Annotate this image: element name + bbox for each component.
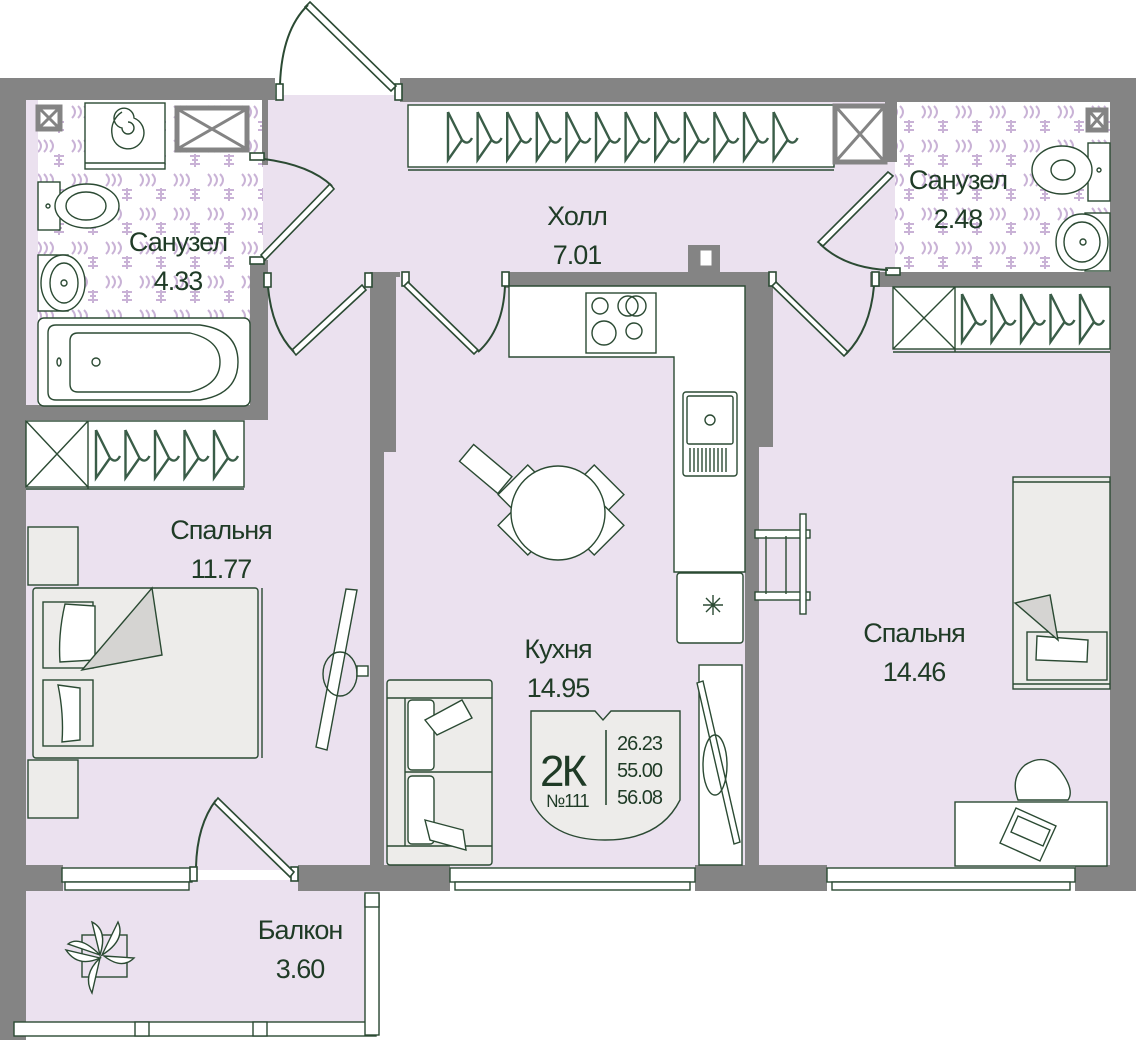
balcony-door[interactable] bbox=[189, 796, 299, 882]
doors[interactable] bbox=[189, 0, 901, 882]
bathtub bbox=[37, 317, 251, 407]
room-label-hall: Холл 7.01 bbox=[547, 201, 608, 270]
nightstand bbox=[27, 759, 79, 819]
spiral-icon bbox=[111, 107, 145, 150]
room-label-kitchen: Кухня 14.95 bbox=[524, 634, 592, 703]
room-name: Кухня bbox=[524, 634, 592, 664]
kitchen-door[interactable] bbox=[401, 271, 510, 356]
room-label-bathroom-1: Санузел 4.33 bbox=[128, 227, 228, 296]
apartment-number: №111 bbox=[546, 791, 590, 811]
room-name: Спальня bbox=[863, 618, 965, 648]
kitchen-counter bbox=[508, 285, 746, 573]
kitchen-furniture bbox=[386, 285, 746, 866]
room-area: 14.46 bbox=[882, 657, 947, 687]
nightstand bbox=[27, 526, 79, 586]
radiator bbox=[754, 529, 811, 539]
chair bbox=[458, 443, 513, 495]
tv bbox=[315, 588, 358, 751]
dining-table bbox=[510, 465, 606, 561]
entrance-door[interactable] bbox=[275, 0, 403, 101]
apartment-type: 2К bbox=[540, 747, 587, 796]
room-area: 7.01 bbox=[552, 240, 603, 270]
room-label-bedroom-1: Спальня 11.77 bbox=[170, 517, 272, 583]
walls bbox=[0, 78, 1136, 1040]
room-label-bedroom-2: Спальня 14.46 bbox=[863, 620, 965, 686]
bathroom-2-fixtures bbox=[1031, 107, 1111, 272]
bedroom-1-wardrobe bbox=[25, 420, 245, 490]
bedroom-2-furniture bbox=[754, 476, 1111, 867]
plant-icon bbox=[64, 920, 136, 995]
total-area-with-balcony: 56.08 bbox=[617, 787, 663, 809]
room-name: Санузел bbox=[908, 165, 1008, 195]
washing-machine bbox=[84, 102, 166, 170]
bedroom-2-door[interactable] bbox=[768, 271, 880, 358]
apartment-info-badge bbox=[530, 710, 681, 841]
laptop-icon bbox=[999, 807, 1057, 862]
room-area: 3.60 bbox=[275, 954, 326, 984]
vent-shaft bbox=[695, 245, 717, 271]
balcony-railing bbox=[13, 1021, 377, 1037]
room-name: Санузел bbox=[128, 227, 228, 257]
bathroom-1-fixtures bbox=[35, 102, 251, 407]
room-label-bathroom-2: Санузел 2.48 bbox=[908, 165, 1008, 234]
room-name: Холл bbox=[547, 201, 608, 231]
total-area: 55.00 bbox=[617, 760, 663, 782]
toilet bbox=[54, 183, 120, 229]
desk-chair bbox=[1014, 758, 1071, 801]
room-name: Спальня bbox=[170, 515, 272, 545]
windows bbox=[13, 867, 1076, 1037]
room-label-balcony: Балкон 3.60 bbox=[257, 915, 344, 984]
room-area: 14.95 bbox=[526, 673, 591, 703]
kitchen-sink bbox=[682, 391, 738, 477]
toilet bbox=[1031, 145, 1093, 195]
bathroom-2-door[interactable] bbox=[816, 170, 901, 276]
living-area: 26.23 bbox=[617, 733, 663, 755]
room-area: 11.77 bbox=[190, 554, 253, 584]
room-name: Балкон bbox=[257, 915, 344, 945]
bedroom-1-furniture bbox=[27, 526, 369, 819]
room-area: 2.48 bbox=[933, 204, 984, 234]
bedroom-2-wardrobe bbox=[892, 286, 1111, 353]
room-area: 4.33 bbox=[153, 266, 204, 296]
bathroom-1-door[interactable] bbox=[249, 152, 336, 265]
bedroom-1-door[interactable] bbox=[263, 272, 373, 357]
